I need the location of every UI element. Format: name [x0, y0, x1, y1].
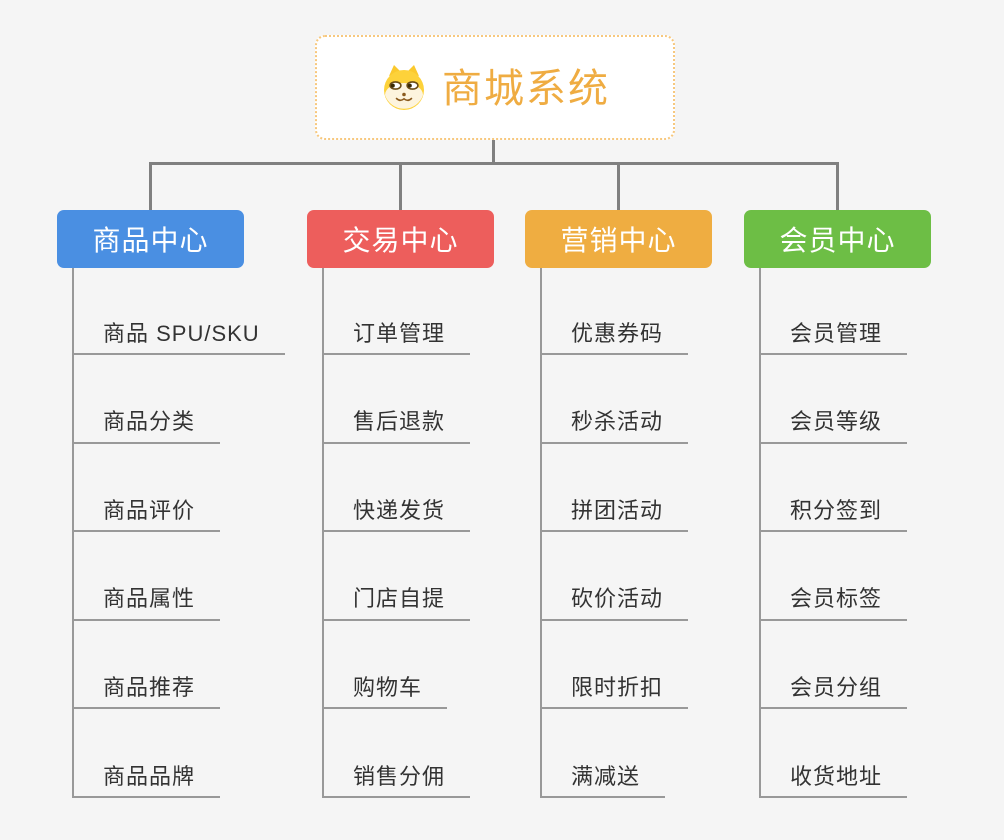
leaf-node[interactable]: 砍价活动	[540, 532, 689, 621]
root-title: 商城系统	[442, 66, 610, 111]
leaf-node[interactable]: 商品品牌	[72, 709, 285, 798]
leaf-node[interactable]: 销售分佣	[322, 709, 471, 798]
branch-header-member-center[interactable]: 会员中心	[744, 210, 931, 268]
leaf-node[interactable]: 会员等级	[759, 355, 908, 444]
leaf-node[interactable]: 商品推荐	[72, 621, 285, 710]
branch-spine	[759, 268, 761, 798]
branch-spine	[322, 268, 324, 798]
leaf-node[interactable]: 订单管理	[322, 268, 471, 355]
leaf-node[interactable]: 购物车	[322, 621, 470, 710]
branch-leaves: 会员管理 会员等级 积分签到 会员标签 会员分组 收货地址	[759, 268, 908, 798]
connector-root-stem	[492, 140, 495, 165]
leaf-node[interactable]: 限时折扣	[540, 621, 689, 710]
branch-member-center: 会员中心 会员管理 会员等级 积分签到 会员标签 会员分组 收货地址	[744, 210, 931, 798]
branch-product-center: 商品中心 商品 SPU/SKU 商品分类 商品评价 商品属性 商品推荐 商品品牌	[57, 210, 285, 798]
root-node[interactable]: 商城系统	[315, 35, 675, 140]
leaf-node[interactable]: 商品 SPU/SKU	[72, 268, 285, 355]
leaf-node[interactable]: 会员管理	[759, 268, 908, 355]
connector-branch-stem-2	[399, 162, 402, 210]
connector-bus	[149, 162, 839, 165]
leaf-node[interactable]: 满减送	[540, 709, 688, 798]
leaf-node[interactable]: 快递发货	[322, 444, 471, 533]
branch-header-label: 营销中心	[560, 225, 677, 256]
leaf-node[interactable]: 拼团活动	[540, 444, 689, 533]
leaf-node[interactable]: 商品属性	[72, 532, 285, 621]
branch-header-marketing-center[interactable]: 营销中心	[525, 210, 712, 268]
leaf-node[interactable]: 积分签到	[759, 444, 908, 533]
branch-header-product-center[interactable]: 商品中心	[57, 210, 244, 268]
leaf-node[interactable]: 收货地址	[759, 709, 908, 798]
branch-header-label: 会员中心	[779, 225, 896, 256]
branch-spine	[72, 268, 74, 798]
leaf-node[interactable]: 会员标签	[759, 532, 908, 621]
branch-marketing-center: 营销中心 优惠券码 秒杀活动 拼团活动 砍价活动 限时折扣 满减送	[525, 210, 712, 798]
connector-branch-stem-4	[836, 162, 839, 210]
leaf-node[interactable]: 秒杀活动	[540, 355, 689, 444]
branch-header-label: 商品中心	[92, 225, 209, 256]
branch-header-label: 交易中心	[342, 225, 459, 256]
connector-branch-stem-1	[149, 162, 152, 210]
dog-icon	[380, 64, 428, 112]
branch-leaves: 商品 SPU/SKU 商品分类 商品评价 商品属性 商品推荐 商品品牌	[72, 268, 285, 798]
leaf-node[interactable]: 售后退款	[322, 355, 471, 444]
leaf-node[interactable]: 商品评价	[72, 444, 285, 533]
branch-leaves: 优惠券码 秒杀活动 拼团活动 砍价活动 限时折扣 满减送	[540, 268, 689, 798]
connector-branch-stem-3	[617, 162, 620, 210]
branch-leaves: 订单管理 售后退款 快递发货 门店自提 购物车 销售分佣	[322, 268, 471, 798]
leaf-node[interactable]: 门店自提	[322, 532, 471, 621]
leaf-node[interactable]: 优惠券码	[540, 268, 689, 355]
branch-spine	[540, 268, 542, 798]
branch-trade-center: 交易中心 订单管理 售后退款 快递发货 门店自提 购物车 销售分佣	[307, 210, 494, 798]
leaf-node[interactable]: 商品分类	[72, 355, 285, 444]
leaf-node[interactable]: 会员分组	[759, 621, 908, 710]
branch-header-trade-center[interactable]: 交易中心	[307, 210, 494, 268]
